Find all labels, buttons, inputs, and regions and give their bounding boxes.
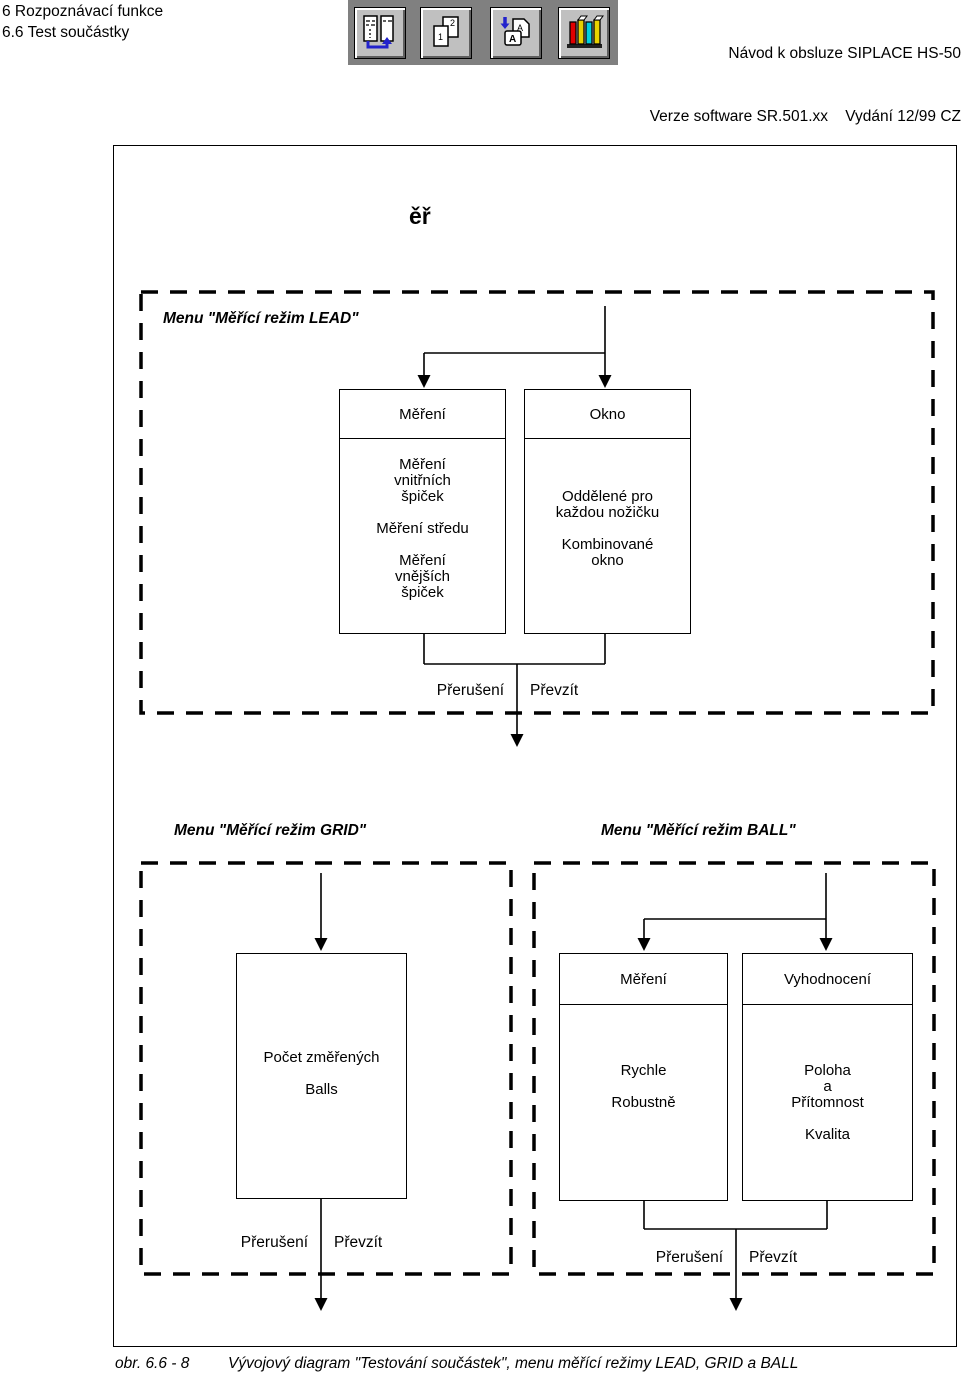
grid-balls-box: Počet změřených Balls xyxy=(236,953,407,1199)
diagram-frame: ěř Menu "Měřící režim LEAD" Měření Měřen… xyxy=(113,145,957,1347)
books-icon xyxy=(567,15,604,48)
version-info: Verze software SR.501.xx Vydání 12/99 CZ xyxy=(649,108,961,125)
box-header: Měření xyxy=(560,954,727,1005)
ball-vyhodnoceni-box: Vyhodnocení Poloha a Přítomnost Kvalita xyxy=(742,953,913,1201)
lead-menu-label: Menu "Měřící režim LEAD" xyxy=(163,310,359,327)
lead-action-row: Přerušení Převzít xyxy=(357,682,677,700)
ball-menu-label: Menu "Měřící režim BALL" xyxy=(601,822,796,839)
figure-number: obr. 6.6 - 8 xyxy=(115,1355,190,1372)
box-header: Okno xyxy=(525,390,690,439)
ball-arrowheads xyxy=(637,938,833,1311)
toolbar-button-sort-pages[interactable]: A A xyxy=(490,7,542,59)
section-title: 6.6 Test součástky xyxy=(2,24,130,41)
grid-menu-border xyxy=(139,861,513,1276)
copy-pages-icon: 2 1 xyxy=(433,16,459,47)
back-page-label: 2 xyxy=(450,18,455,28)
front-page-label: 1 xyxy=(438,32,443,42)
abort-label: Přerušení xyxy=(240,1234,308,1251)
abort-label: Přerušení xyxy=(655,1249,723,1266)
panel-transfer-icon xyxy=(363,15,394,49)
box-body: Rychle Robustně xyxy=(611,1062,676,1111)
box-header: Vyhodnocení xyxy=(743,954,912,1005)
grid-action-row: Přerušení Převzít xyxy=(161,1234,481,1252)
back-letter: A xyxy=(517,23,523,33)
lead-okno-box: Okno Oddělené pro každou nožičku Kombino… xyxy=(524,389,691,634)
lead-arrowheads xyxy=(417,375,612,747)
grid-arrowheads xyxy=(314,938,328,1311)
chapter-title: 6 Rozpoznávací funkce xyxy=(2,3,164,20)
box-body: Poloha a Přítomnost Kvalita xyxy=(791,1062,864,1143)
box-body: Oddělené pro každou nožičku Kombinované … xyxy=(555,488,660,569)
accept-label: Převzít xyxy=(334,1234,383,1251)
header-right: Návod k obsluze SIPLACE HS-50 Verze soft… xyxy=(650,1,961,169)
accept-label: Převzít xyxy=(530,682,579,699)
lead-mereni-box: Měření Měření vnitřních špiček Měření st… xyxy=(339,389,506,634)
sort-pages-icon: A A xyxy=(500,17,530,46)
ball-action-row: Přerušení Převzít xyxy=(576,1249,896,1267)
diagram-title: ěř xyxy=(409,203,431,229)
toolbar-button-copy-pages[interactable]: 2 1 xyxy=(420,7,472,59)
figure-caption: obr. 6.6 - 8 Vývojový diagram "Testování… xyxy=(115,1355,798,1373)
abort-label: Přerušení xyxy=(436,682,504,699)
ball-connector-lines xyxy=(643,873,828,1298)
lead-menu-border xyxy=(139,290,935,715)
front-letter: A xyxy=(509,34,516,45)
manual-title: Návod k obsluze SIPLACE HS-50 xyxy=(728,45,961,62)
box-header: Měření xyxy=(340,390,505,439)
box-body: Počet změřených Balls xyxy=(263,1049,380,1098)
toolbar-button-panel-transfer[interactable] xyxy=(354,7,406,59)
figure-text: Vývojový diagram "Testování součástek", … xyxy=(228,1355,799,1372)
toolbar: 2 1 A A xyxy=(348,0,618,65)
flow-connectors xyxy=(139,290,936,1311)
box-body: Měření vnitřních špiček Měření středu Mě… xyxy=(376,456,469,601)
toolbar-button-library[interactable] xyxy=(558,7,610,59)
header-left: 6 Rozpoznávací funkce 6.6 Test součástky xyxy=(2,1,163,43)
grid-menu-label: Menu "Měřící režim GRID" xyxy=(174,822,367,839)
lead-connector-lines xyxy=(423,306,606,734)
accept-label: Převzít xyxy=(749,1249,798,1266)
ball-mereni-box: Měření Rychle Robustně xyxy=(559,953,728,1201)
